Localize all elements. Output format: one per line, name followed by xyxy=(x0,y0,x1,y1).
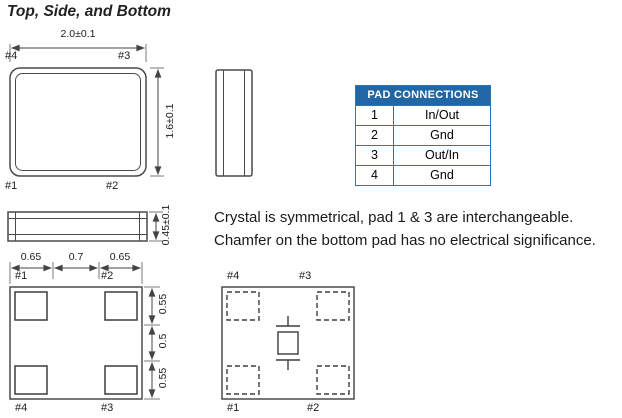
top-view-pad-label-bl: #1 xyxy=(5,180,18,192)
xray-view-pad-label-br: #2 xyxy=(307,402,320,414)
xray-view-pad-label-tr: #3 xyxy=(299,270,312,282)
note-symmetry: Crystal is symmetrical, pad 1 & 3 are in… xyxy=(214,209,574,226)
side-view-height-dimension: 0.45±0.1 xyxy=(160,204,172,246)
pad-function-cell: Gnd xyxy=(430,128,454,142)
note-chamfer: Chamfer on the bottom pad has no electri… xyxy=(214,232,596,249)
bottom-view-pad-label-br: #3 xyxy=(101,402,114,414)
bottom-view-dim-center: 0.7 xyxy=(68,251,84,263)
hidden-pads xyxy=(226,291,350,395)
top-view-pad-label-tl: #4 xyxy=(5,50,18,62)
page-title: Top, Side, and Bottom xyxy=(7,3,171,20)
pad-function-cell: Out/In xyxy=(424,148,460,162)
table-row: 3 Out/In xyxy=(356,146,490,166)
top-view-outline xyxy=(9,67,147,177)
side-view-vertical-outline xyxy=(215,69,253,177)
top-view-pad-label-tr: #3 xyxy=(118,50,131,62)
bottom-view-pad-label-tl: #1 xyxy=(15,270,28,282)
table-row: 4 Gnd xyxy=(356,166,490,185)
pad-number-cell: 3 xyxy=(356,146,394,165)
bottom-view-outline xyxy=(9,286,143,400)
dimension-lines xyxy=(11,44,162,398)
top-view-pad-label-br: #2 xyxy=(106,180,119,192)
crystal-symbol xyxy=(276,316,300,370)
extension-lines xyxy=(9,44,164,400)
bottom-view-dim-right: 0.65 xyxy=(109,251,131,263)
xray-view-pad-label-tl: #4 xyxy=(227,270,240,282)
pad-connections-table: PAD CONNECTIONS 1 In/Out 2 Gnd 3 Out/In … xyxy=(355,85,491,186)
pad-table-header: PAD CONNECTIONS xyxy=(356,86,490,106)
table-row: 1 In/Out xyxy=(356,106,490,126)
pad-number-cell: 2 xyxy=(356,126,394,145)
bottom-view-side-dim-bottom: 0.55 xyxy=(157,367,169,389)
side-view-horizontal-outline xyxy=(7,211,148,242)
bottom-view-pad-label-bl: #4 xyxy=(15,402,28,414)
bottom-view-dim-left: 0.65 xyxy=(20,251,42,263)
bottom-view-pad-label-tr: #2 xyxy=(101,270,114,282)
top-view-width-dimension: 2.0±0.1 xyxy=(60,28,96,40)
pad-function-cell: In/Out xyxy=(424,108,460,122)
pad-function-cell: Gnd xyxy=(430,168,454,182)
top-view-height-dimension: 1.6±0.1 xyxy=(164,103,176,139)
pad-number-cell: 4 xyxy=(356,166,394,185)
xray-view-outline xyxy=(221,286,355,400)
xray-view-pad-label-bl: #1 xyxy=(227,402,240,414)
table-row: 2 Gnd xyxy=(356,126,490,146)
pad-number-cell: 1 xyxy=(356,106,394,125)
